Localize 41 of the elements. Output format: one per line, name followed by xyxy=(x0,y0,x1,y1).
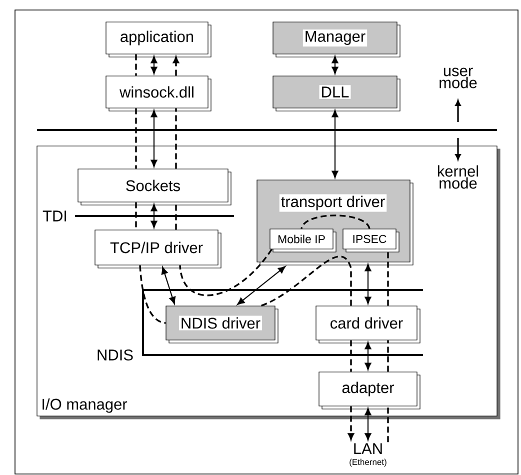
module-box: Mobile IP xyxy=(270,228,336,252)
network-label: LAN (Ethernet) xyxy=(350,443,386,467)
connector-line xyxy=(300,214,370,230)
arrow xyxy=(150,56,158,74)
component-box: Manager xyxy=(272,22,400,58)
module-box: IPSEC xyxy=(342,228,400,252)
arrow xyxy=(161,266,176,304)
connector-line xyxy=(387,406,389,442)
arrow xyxy=(364,342,372,370)
interface-label: NDIS xyxy=(98,350,133,360)
connector-line xyxy=(135,108,137,169)
component-box: winsock.dll xyxy=(106,76,212,112)
mode-label: user mode xyxy=(440,68,477,88)
component-box: DLL xyxy=(272,76,400,112)
component-box: adapter xyxy=(318,372,420,410)
connector-line xyxy=(387,340,389,372)
arrow xyxy=(150,204,158,228)
connector-line xyxy=(260,256,352,306)
connector-line xyxy=(175,202,177,230)
arrow xyxy=(364,264,372,304)
arrow xyxy=(172,56,180,76)
connector-line xyxy=(135,54,137,76)
arrow xyxy=(237,266,286,305)
arrow xyxy=(364,408,372,441)
connector-line xyxy=(179,248,272,296)
arrow xyxy=(150,110,158,168)
component-box: NDIS driver xyxy=(166,306,278,344)
component-box: card driver xyxy=(316,306,420,344)
arrow xyxy=(332,110,338,178)
component-box: TCP/IP driver xyxy=(94,230,222,268)
connector-line xyxy=(387,249,389,306)
arrow xyxy=(348,406,354,440)
connector-line xyxy=(139,265,166,324)
mode-label: kernel mode xyxy=(438,165,478,189)
connector-line xyxy=(135,202,137,230)
component-box: application xyxy=(106,22,212,58)
connector-line xyxy=(175,108,177,169)
component-box: Sockets xyxy=(78,168,232,206)
interface-label: TDI xyxy=(42,210,66,222)
connector-line xyxy=(350,340,352,372)
arrow xyxy=(332,56,338,74)
